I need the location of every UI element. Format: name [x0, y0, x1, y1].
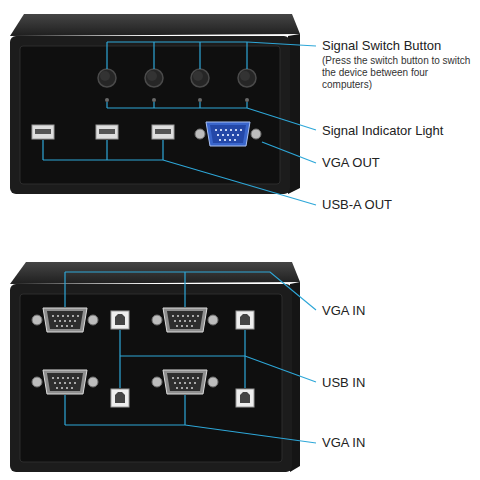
leader-line	[42, 140, 43, 160]
leader-line	[120, 356, 316, 382]
part-label: VGA IN	[322, 435, 476, 451]
leader-line	[199, 102, 200, 108]
leader-line	[262, 142, 316, 163]
leader-line	[65, 272, 316, 310]
switch-button	[238, 69, 256, 87]
leader-line	[184, 272, 185, 307]
leader-line	[246, 42, 247, 69]
indicator-light	[198, 98, 202, 102]
usb-a-port	[96, 125, 118, 139]
leader-line	[244, 330, 245, 388]
leader-lines	[43, 42, 316, 443]
leader-line	[153, 42, 154, 69]
part-label: USB-A OUT	[322, 197, 476, 213]
housing-top	[10, 262, 300, 284]
leader-line	[153, 102, 154, 108]
leader-line	[107, 42, 316, 46]
rear-panel	[20, 294, 282, 462]
leader-line	[65, 425, 316, 443]
housing-front	[10, 284, 292, 472]
leader-line	[199, 42, 200, 69]
part-label: USB IN	[322, 375, 476, 391]
indicator-light	[245, 98, 249, 102]
usb-b-port	[236, 389, 254, 407]
housing-front	[10, 36, 290, 194]
front-panel	[20, 46, 280, 184]
part-label: Signal Switch Button	[322, 38, 476, 54]
leader-line	[184, 395, 185, 425]
vga-port	[152, 370, 218, 394]
vga-port	[32, 370, 98, 394]
usb-b-port	[111, 311, 129, 329]
rear-housing	[10, 262, 300, 472]
housing-top	[10, 14, 300, 36]
usb-a-port	[152, 125, 174, 139]
leader-line	[64, 272, 65, 307]
front-housing	[10, 14, 300, 194]
leader-line	[64, 395, 65, 425]
leader-line	[246, 102, 247, 108]
leader-line	[106, 42, 107, 69]
switch-button	[191, 69, 209, 87]
note-text: (Press the switch button to switch the d…	[322, 55, 474, 91]
leader-line	[162, 140, 163, 160]
usb-a-port	[32, 125, 54, 139]
switch-button	[145, 69, 163, 87]
vga-out-port	[195, 122, 261, 146]
vga-port	[152, 308, 218, 332]
part-label: VGA OUT	[322, 155, 476, 171]
leader-line	[43, 160, 316, 205]
part-label: Signal Indicator Light	[322, 123, 476, 139]
indicator-light	[105, 98, 109, 102]
usb-b-port	[111, 389, 129, 407]
leader-line	[106, 140, 107, 160]
switch-button	[98, 69, 116, 87]
leader-line	[119, 330, 120, 388]
leader-line	[107, 108, 316, 130]
indicator-light	[152, 98, 156, 102]
usb-b-port	[236, 311, 254, 329]
vga-port	[32, 308, 98, 332]
leader-line	[106, 102, 107, 108]
part-label: VGA IN	[322, 303, 476, 319]
